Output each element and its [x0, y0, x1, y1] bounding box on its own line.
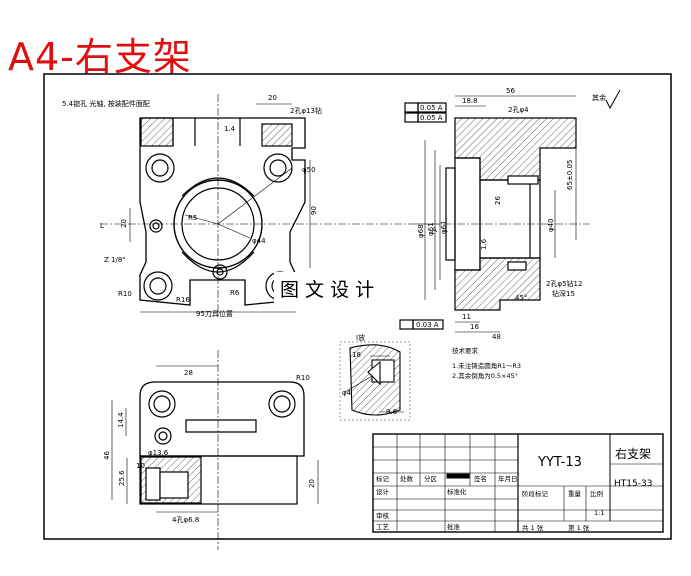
svg-text:工艺: 工艺	[376, 523, 390, 531]
svg-text:R5: R5	[188, 214, 197, 222]
svg-text:φ40: φ40	[547, 218, 555, 232]
svg-text:0.05 A: 0.05 A	[420, 104, 443, 112]
front-view-note: 5.4锪孔 光轴, 按装配件面配	[62, 99, 150, 108]
drawing-number: YYT-13	[537, 455, 582, 470]
svg-text:20: 20	[268, 94, 277, 102]
svg-text:20: 20	[120, 219, 128, 228]
svg-text:28: 28	[184, 369, 193, 377]
top-view-text: 28 R10 14.4 46 25.6 10 φ13.6 20 4孔φ6.8	[103, 369, 316, 524]
svg-text:90: 90	[310, 206, 318, 215]
svg-text:处数: 处数	[400, 474, 414, 483]
svg-text:20: 20	[308, 479, 316, 488]
svg-text:45°: 45°	[515, 294, 527, 302]
svg-text:56: 56	[506, 87, 515, 95]
svg-text:φ44: φ44	[252, 237, 266, 245]
svg-text:R10: R10	[296, 374, 310, 382]
sheet-total: 共 1 张	[522, 523, 544, 532]
svg-text:10: 10	[136, 462, 145, 470]
svg-text:审核: 审核	[376, 511, 390, 520]
part-name: 右支架	[615, 446, 651, 461]
svg-text:重量: 重量	[568, 490, 582, 498]
svg-text:11: 11	[462, 313, 471, 321]
detail-label: I放	[356, 333, 365, 342]
svg-text:2孔φ5钻12: 2孔φ5钻12	[546, 279, 582, 288]
svg-text:R6: R6	[230, 289, 240, 297]
svg-text:0.05 A: 0.05 A	[420, 114, 443, 122]
svg-text:Z 1/8": Z 1/8"	[104, 256, 126, 264]
top-view	[111, 350, 319, 550]
svg-text:4孔φ6.8: 4孔φ6.8	[172, 516, 199, 524]
front-view	[100, 94, 440, 318]
svg-text:0.03 A: 0.03 A	[416, 321, 439, 329]
front-view-text: 5.4锪孔 光轴, 按装配件面配 20 2孔φ13钻 1.4 φ50 R5 φ4…	[62, 94, 322, 318]
svg-text:25.6: 25.6	[118, 470, 126, 486]
svg-text:A: A	[432, 226, 437, 234]
svg-text:65±0.05: 65±0.05	[566, 160, 574, 190]
notes-heading: 技术要求	[452, 346, 479, 355]
svg-text:钻深15: 钻深15	[552, 289, 575, 298]
svg-text:48: 48	[492, 333, 501, 341]
svg-text:1.4: 1.4	[224, 125, 236, 133]
svg-text:φ13.6: φ13.6	[148, 449, 169, 457]
svg-text:46: 46	[103, 451, 111, 460]
svg-text:批准: 批准	[447, 522, 461, 531]
svg-text:φ68: φ68	[417, 224, 425, 238]
side-view-text: 56 18.8 2孔φ4 0.05 A 0.05 A 65±0.05 φ68 φ…	[416, 87, 606, 341]
side-view	[399, 89, 621, 333]
svg-text:分区: 分区	[424, 474, 438, 483]
page-title: A4-右支架	[8, 35, 192, 79]
svg-text:R16: R16	[176, 296, 190, 304]
tech-notes: 技术要求 1.未注铸造圆角R1～R3 2.其余倒角为0.5×45°	[452, 346, 521, 380]
svg-text:阶段标记: 阶段标记	[522, 489, 549, 498]
svg-text:φ4: φ4	[342, 389, 352, 397]
svg-text:比例: 比例	[590, 489, 603, 498]
notes-line-1: 1.未注铸造圆角R1～R3	[452, 361, 521, 370]
svg-text:φ61: φ61	[440, 220, 448, 234]
svg-text:14.4: 14.4	[117, 412, 125, 428]
svg-text:26: 26	[494, 196, 502, 205]
svg-text:9.6: 9.6	[386, 408, 398, 416]
detail-view	[339, 341, 411, 421]
svg-text:φ61: φ61	[427, 222, 435, 236]
svg-text:R10: R10	[118, 290, 132, 298]
sheet-number: 第 1 张	[568, 523, 590, 532]
detail-view-text: I放 18 9.6 φ4	[342, 333, 398, 416]
scale: 1:1	[594, 509, 604, 517]
svg-text:设计: 设计	[376, 487, 390, 496]
svg-text:标准化: 标准化	[447, 487, 467, 496]
svg-text:签名: 签名	[474, 474, 487, 483]
svg-text:18: 18	[352, 351, 361, 359]
roughness-rest-label: 其余	[592, 93, 606, 102]
svg-text:18.8: 18.8	[462, 97, 478, 105]
svg-text:标记: 标记	[376, 474, 390, 483]
drawing-border	[43, 73, 672, 540]
material: HT15-33	[614, 479, 652, 489]
svg-text:年月日: 年月日	[498, 474, 518, 483]
center-watermark-label: 图 文 设 计	[280, 279, 374, 301]
svg-text:2孔φ4: 2孔φ4	[508, 106, 529, 114]
notes-line-2: 2.其余倒角为0.5×45°	[452, 371, 518, 380]
svg-text:1.6: 1.6	[480, 238, 488, 250]
svg-text:L: L	[100, 222, 104, 230]
svg-text:95刀具位置: 95刀具位置	[196, 309, 233, 318]
svg-text:16: 16	[470, 323, 479, 331]
title-block-text: YYT-13 右支架 HT15-33 标记 处数 分区 签名 年月日 设计 标准…	[376, 446, 652, 532]
title-block	[372, 433, 664, 533]
svg-text:2孔φ13钻: 2孔φ13钻	[290, 106, 322, 115]
svg-text:φ50: φ50	[302, 166, 316, 174]
